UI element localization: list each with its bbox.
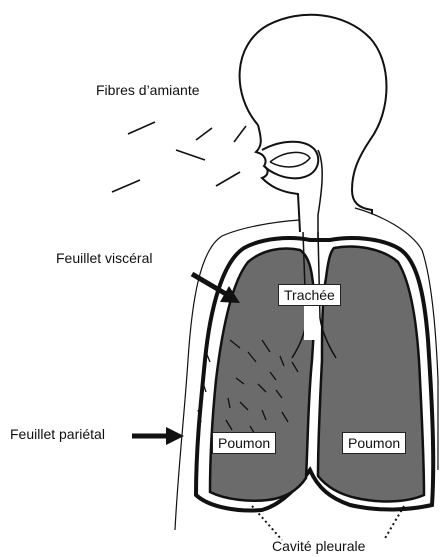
arrow-feuillet-parietal bbox=[132, 427, 184, 445]
fibre bbox=[196, 128, 212, 140]
tongue bbox=[270, 152, 310, 167]
fibres-outside bbox=[112, 122, 246, 192]
label-trachee: Trachée bbox=[278, 284, 341, 306]
fibre bbox=[112, 180, 140, 192]
label-fibres-amiante: Fibres d’amiante bbox=[96, 82, 200, 98]
fibre bbox=[128, 122, 155, 134]
fibre bbox=[234, 126, 246, 142]
fibre bbox=[176, 150, 205, 160]
oral-cavity bbox=[262, 142, 318, 179]
label-feuillet-visceral: Feuillet viscéral bbox=[56, 250, 152, 266]
head-outline bbox=[240, 15, 387, 232]
label-feuillet-parietal: Feuillet pariétal bbox=[10, 426, 105, 442]
fibre bbox=[216, 172, 240, 186]
label-poumon-left: Poumon bbox=[212, 432, 276, 454]
label-poumon-right: Poumon bbox=[342, 432, 406, 454]
